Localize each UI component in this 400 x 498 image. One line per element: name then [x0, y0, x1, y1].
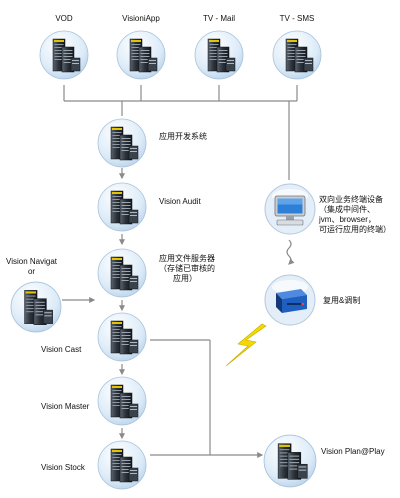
master-server-icon [97, 376, 147, 426]
file-server-label-line2: （存储已审核的 [159, 264, 215, 273]
navigator-label-line2: or [27, 267, 36, 276]
cast-label: Vision Cast [41, 345, 82, 354]
plan-play-server-icon [263, 434, 317, 488]
audit-server-icon [97, 182, 147, 232]
terminal-label-line3: jvm、browser， [319, 215, 376, 224]
terminal-label-line1: 双向业务终端设备 [319, 195, 383, 204]
vod-label: VOD [55, 14, 73, 23]
app-dev-label: 应用开发系统 [159, 132, 207, 141]
file-server-label-line1: 应用文件服务器 [159, 254, 215, 263]
file-server-label: 应用文件服务器 （存储已审核的 应用） [159, 254, 215, 284]
file-server-label-line3: 应用） [173, 274, 197, 283]
tv-sms-server-icon [272, 30, 322, 80]
tv-mail-label: TV - Mail [203, 14, 235, 23]
cast-server-icon [97, 312, 147, 362]
audit-label: Vision Audit [159, 197, 201, 206]
stock-label: Vision Stock [41, 463, 85, 472]
terminal-monitor-icon [263, 182, 317, 236]
master-label: Vision Master [41, 402, 90, 411]
app-dev-server-icon [97, 118, 147, 168]
visioniapp-server-icon [116, 30, 166, 80]
navigator-server-icon [10, 280, 62, 334]
mux-device-icon [263, 273, 317, 327]
lightning-icon [225, 323, 267, 367]
plan-play-label: Vision Plan@Play [321, 447, 385, 456]
navigator-label: Vision Navigat or [6, 257, 57, 277]
vod-server-icon [39, 30, 89, 80]
visioniapp-label: VisioniApp [122, 14, 160, 23]
stock-server-icon [97, 440, 147, 490]
terminal-label-line2: （集成中间件、 [319, 205, 375, 214]
terminal-label: 双向业务终端设备 （集成中间件、 jvm、browser， 可运行应用的终端） [319, 195, 391, 235]
mux-label: 复用&调制 [323, 296, 361, 305]
file-server-icon [97, 248, 147, 298]
tv-mail-server-icon [194, 30, 244, 80]
tv-sms-label: TV - SMS [279, 14, 315, 23]
navigator-label-line1: Vision Navigat [6, 257, 57, 266]
terminal-label-line4: 可运行应用的终端） [319, 225, 391, 234]
